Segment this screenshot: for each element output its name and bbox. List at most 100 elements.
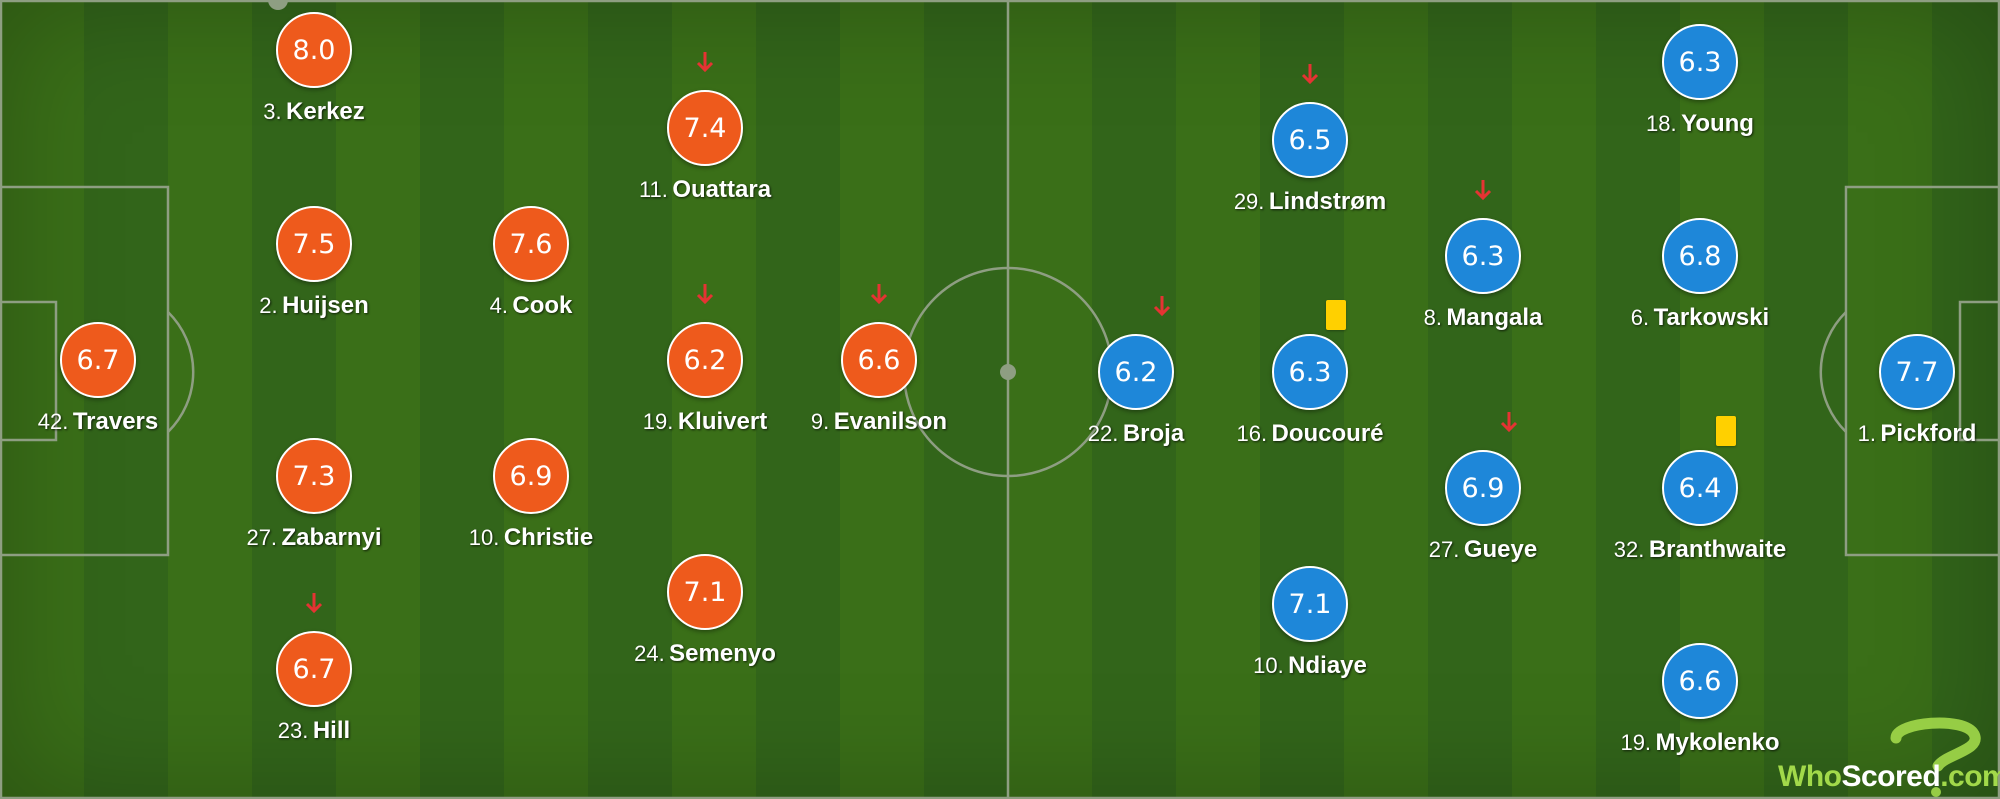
player-name: Branthwaite: [1648, 536, 1787, 563]
player-number: 19.: [1620, 730, 1652, 755]
player-number: 8.: [1423, 305, 1442, 330]
player-rating: 6.5: [1272, 102, 1348, 178]
player-rating: 6.6: [1662, 643, 1738, 719]
player-number: 29.: [1233, 189, 1265, 214]
player-rating: 7.5: [276, 206, 352, 282]
player-label: 42. Travers: [38, 408, 158, 436]
watermark-scored: Scored: [1841, 760, 1941, 793]
player-label: 16. Doucouré: [1236, 420, 1383, 448]
player-number: 10.: [468, 525, 500, 550]
player-rating: 7.3: [276, 438, 352, 514]
whoscored-watermark: WhoScored.com: [1778, 714, 2000, 798]
player-rating: 8.0: [276, 12, 352, 88]
corner-marker: [268, 0, 288, 10]
player-rating: 6.3: [1272, 334, 1348, 410]
player-number: 18.: [1646, 111, 1677, 136]
player-name: Mangala: [1446, 304, 1543, 331]
player-number: 6.: [1630, 305, 1650, 330]
player-name: Ndiaye: [1288, 652, 1367, 679]
player-rating: 6.3: [1662, 24, 1738, 100]
player-name: Huijsen: [282, 292, 369, 319]
player-name: Pickford: [1880, 420, 1977, 447]
player-label: 18. Young: [1646, 110, 1754, 138]
player-rating: 7.1: [1272, 566, 1348, 642]
left-goal-area: [0, 300, 58, 442]
player-number: 27.: [246, 525, 278, 550]
center-spot: [1000, 364, 1016, 380]
player-label: 8. Mangala: [1424, 304, 1543, 332]
player-number: 22.: [1087, 421, 1119, 446]
player-rating: 7.6: [493, 206, 569, 282]
right-penalty-arc: [1819, 311, 1847, 433]
substitution-arrow-icon: [696, 284, 714, 305]
yellow-card-icon: [1716, 416, 1736, 446]
player-label: 19. Kluivert: [643, 408, 767, 436]
question-mark-logo-icon: [1890, 717, 1981, 797]
substitution-arrow-icon: [305, 593, 323, 614]
player-number: 4.: [489, 293, 508, 318]
player-label: 10. Ndiaye: [1253, 652, 1367, 680]
player-label: 10. Christie: [469, 524, 593, 552]
player-number: 16.: [1236, 421, 1268, 446]
player-rating: 6.2: [1098, 334, 1174, 410]
player-rating: 6.8: [1662, 218, 1738, 294]
player-name: Christie: [503, 524, 594, 551]
yellow-card-icon: [1326, 300, 1346, 330]
player-number: 32.: [1613, 537, 1645, 562]
player-number: 24.: [634, 641, 665, 666]
player-name: Ouattara: [672, 176, 772, 203]
player-rating: 7.7: [1879, 334, 1955, 410]
player-label: 24. Semenyo: [634, 640, 776, 668]
player-name: Hill: [312, 717, 351, 744]
player-number: 3.: [263, 99, 282, 124]
player-rating: 7.4: [667, 90, 743, 166]
substitution-arrow-icon: [1500, 412, 1518, 433]
player-number: 19.: [642, 409, 674, 434]
player-number: 11.: [638, 177, 668, 202]
watermark-who: Who: [1778, 760, 1842, 793]
player-rating: 6.9: [493, 438, 569, 514]
player-label: 27. Zabarnyi: [246, 524, 381, 552]
player-rating: 6.4: [1662, 450, 1738, 526]
player-name: Travers: [72, 408, 159, 435]
player-name: Cook: [512, 292, 573, 319]
player-label: 4. Cook: [490, 292, 573, 320]
substitution-arrow-icon: [1301, 64, 1319, 85]
player-rating: 7.1: [667, 554, 743, 630]
player-label: 3. Kerkez: [263, 98, 365, 126]
player-label: 11. Ouattara: [639, 176, 771, 204]
player-rating: 6.6: [841, 322, 917, 398]
player-label: 22. Broja: [1088, 420, 1184, 448]
right-goal-area: [1958, 300, 2000, 442]
player-name: Gueye: [1463, 536, 1538, 563]
substitution-arrow-icon: [870, 284, 888, 305]
substitution-arrow-icon: [1153, 296, 1171, 317]
player-name: Kerkez: [286, 98, 365, 125]
player-number: 27.: [1428, 537, 1460, 562]
player-rating: 6.3: [1445, 218, 1521, 294]
player-number: 9.: [810, 409, 830, 434]
player-number: 2.: [259, 293, 278, 318]
player-number: 42.: [37, 409, 69, 434]
watermark-text: WhoScored.com: [1778, 760, 2000, 794]
player-name: Doucouré: [1271, 420, 1384, 447]
player-number: 1.: [1857, 421, 1876, 446]
left-penalty-area: [0, 185, 170, 557]
player-name: Broja: [1122, 420, 1185, 447]
player-number: 10.: [1253, 653, 1284, 678]
substitution-arrow-icon: [1474, 180, 1492, 201]
player-name: Kluivert: [677, 408, 768, 435]
player-label: 23. Hill: [278, 717, 350, 745]
player-label: 19. Mykolenko: [1620, 729, 1779, 757]
player-name: Tarkowski: [1653, 304, 1770, 331]
player-rating: 6.7: [276, 631, 352, 707]
left-penalty-arc: [167, 311, 195, 433]
player-name: Evanilson: [833, 408, 948, 435]
player-label: 1. Pickford: [1858, 420, 1977, 448]
player-number: 23.: [277, 718, 309, 743]
player-name: Semenyo: [669, 640, 776, 667]
watermark-com: .com: [1940, 760, 2000, 793]
